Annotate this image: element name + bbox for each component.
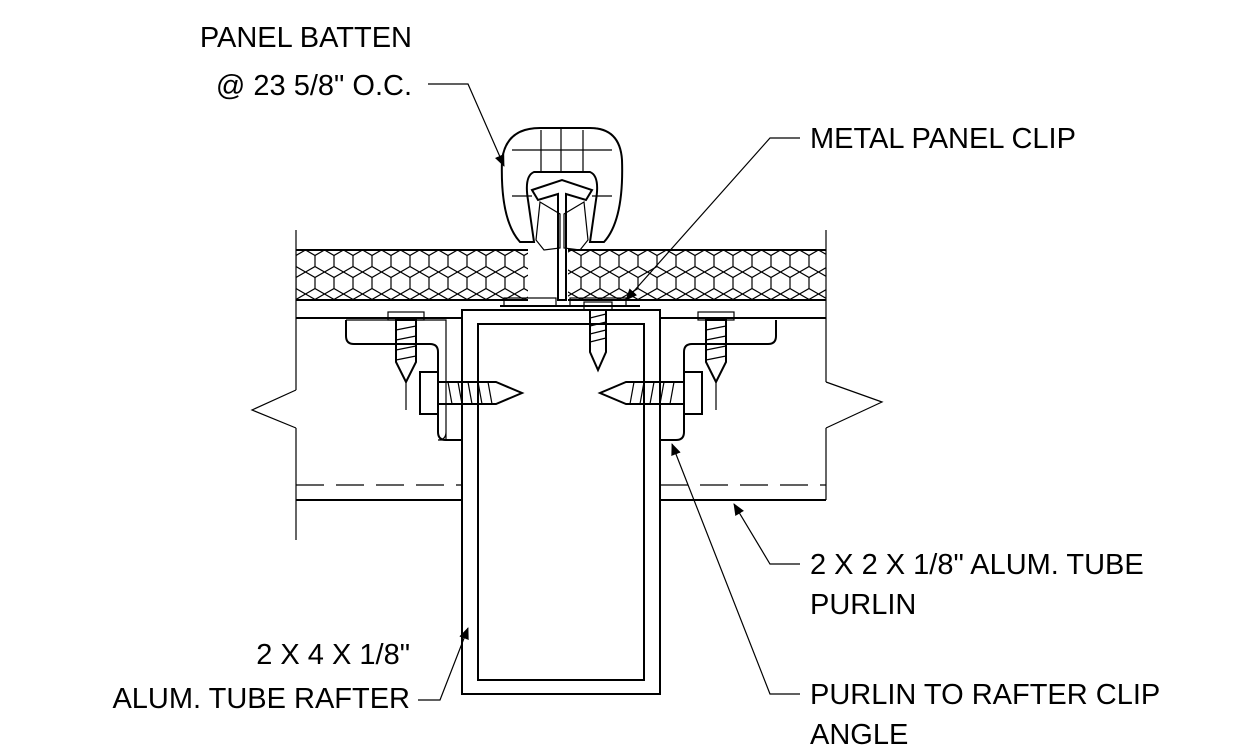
metal-panel-clip	[500, 297, 640, 307]
clip-angle-left	[345, 319, 462, 441]
batten-label-line2: @ 23 5/8" O.C.	[216, 70, 412, 102]
rafter-label-line2: ALUM. TUBE RAFTER	[112, 683, 410, 715]
leader-batten	[428, 83, 505, 167]
rafter-label-line1: 2 X 4 X 1/8"	[256, 639, 410, 671]
batten-label-line1: PANEL BATTEN	[200, 22, 412, 54]
screw-top-center	[583, 301, 613, 373]
clip-label: METAL PANEL CLIP	[810, 123, 1076, 155]
screw-right-horizontal	[597, 371, 703, 415]
purlin-label-line2: PURLIN	[810, 589, 916, 621]
angle-label-line1: PURLIN TO RAFTER CLIP	[810, 679, 1160, 711]
clip-angle-right	[660, 320, 777, 441]
screw-left-horizontal	[419, 371, 525, 415]
leader-rafter	[418, 627, 469, 701]
purlin-label-line1: 2 X 2 X 1/8" ALUM. TUBE	[810, 549, 1144, 581]
rafter-tube	[461, 309, 661, 695]
purlin-right	[660, 300, 884, 501]
angle-label-line2: ANGLE	[810, 719, 908, 751]
leader-angle	[671, 443, 800, 695]
leader-clip	[625, 137, 800, 301]
screw-left-vertical	[387, 311, 425, 410]
leader-purlin	[733, 503, 800, 565]
insulated-roof-panel	[295, 230, 827, 304]
purlin-left	[250, 300, 462, 540]
screw-right-vertical	[697, 311, 735, 410]
